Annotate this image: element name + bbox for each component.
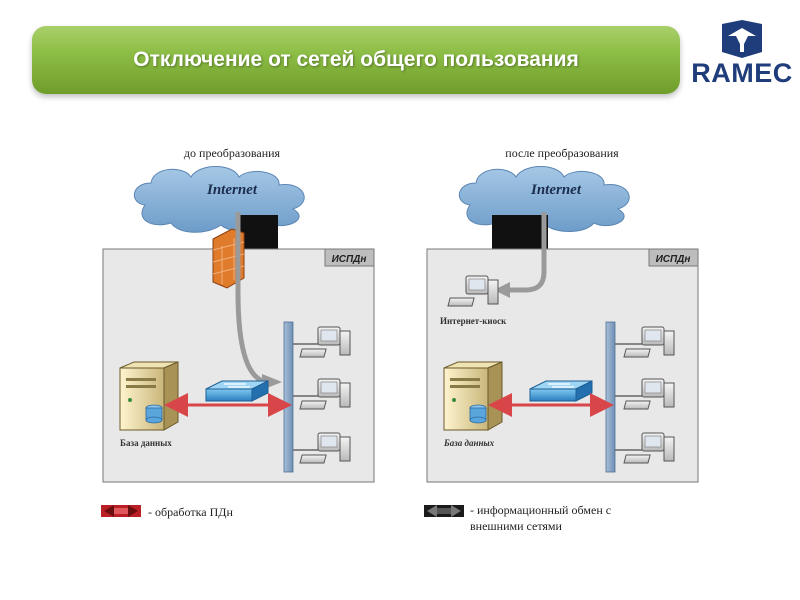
after-zone-label: ИСПДн	[656, 254, 691, 265]
after-cloud-label: Internet	[530, 182, 582, 198]
before-cloud-label: Internet	[206, 182, 258, 198]
title-banner: Отключение от сетей общего пользования	[32, 26, 680, 94]
before-internet-cloud	[133, 166, 305, 233]
before-caption: до преобразования	[184, 146, 281, 160]
after-external-link-arrow	[508, 212, 547, 293]
after-caption: после преобразования	[505, 146, 619, 160]
before-zone-label: ИСПДн	[332, 254, 367, 265]
after-kiosk-label: Интернет-киоск	[440, 316, 507, 326]
after-gateway-block	[492, 215, 548, 255]
after-workstations	[615, 326, 675, 464]
legend-external-text-line2: внешними сетями	[470, 519, 563, 533]
after-network-bus	[605, 321, 616, 473]
legend-processing-text: - обработка ПДн	[148, 505, 233, 519]
legend-red-swatch-icon	[101, 505, 141, 517]
before-db-server-icon	[119, 361, 179, 431]
logo-text: RAMEC	[691, 58, 793, 88]
legend-external-text-line1: - информационный обмен с	[470, 503, 611, 517]
before-network-bus	[283, 321, 294, 473]
after-db-label: База данных	[443, 438, 495, 448]
before-db-label: База данных	[120, 438, 172, 448]
legend-gray-swatch-icon	[424, 505, 464, 517]
logo-emblem-icon	[722, 20, 762, 58]
after-db-server-icon	[443, 361, 503, 431]
ramec-logo: RAMEC	[690, 18, 794, 90]
before-switch-icon	[205, 380, 269, 402]
page-title: Отключение от сетей общего пользования	[133, 48, 579, 71]
before-workstations	[293, 326, 351, 464]
after-switch-icon	[529, 380, 593, 402]
